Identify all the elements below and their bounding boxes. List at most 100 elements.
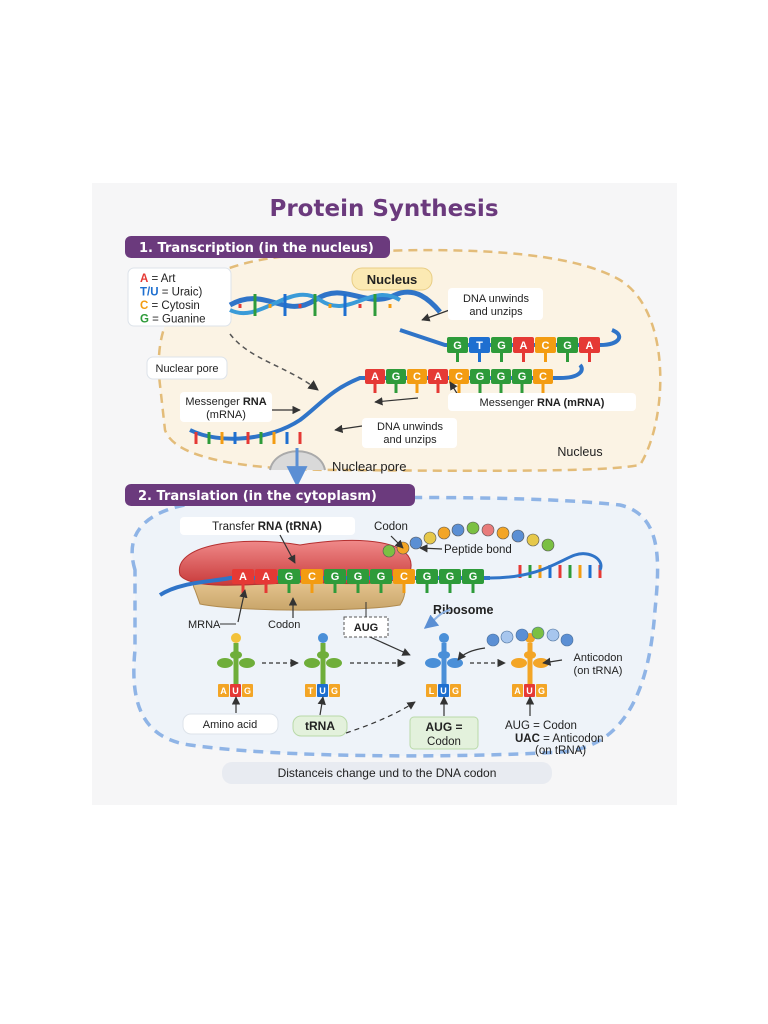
ribosome-mrna-letter-6: G bbox=[377, 571, 386, 583]
ribosome-mrna-letter-4: G bbox=[331, 571, 340, 583]
mrna-base-4: C bbox=[449, 369, 469, 393]
dna-letter-6: A bbox=[586, 340, 594, 352]
dna-letter-4: C bbox=[542, 340, 550, 352]
ribosome-mrna-base-1: A bbox=[255, 569, 277, 593]
mrna-letter-4: C bbox=[455, 371, 463, 383]
base-legend-box bbox=[127, 267, 232, 327]
anticodon-label-a: Anticodon bbox=[574, 652, 623, 664]
codon-top-label: Codon bbox=[374, 521, 408, 533]
ribosome-mrna-letter-9: G bbox=[446, 571, 455, 583]
free-amino-bead-2 bbox=[515, 628, 529, 642]
mrna-right-label: Messenger RNA (mRNA) bbox=[480, 397, 605, 409]
section-1-banner bbox=[125, 236, 390, 258]
dna-base-2: G bbox=[491, 337, 512, 362]
mrna-letter-2: C bbox=[413, 371, 421, 383]
aug-box-label: AUG bbox=[354, 622, 378, 634]
ribosome-mrna-base-6: G bbox=[370, 569, 392, 593]
free-amino-bead-4 bbox=[546, 628, 560, 642]
ribosome-mrna-letter-3: C bbox=[308, 571, 316, 583]
peptide-bead-3 bbox=[423, 531, 437, 545]
peptide-bead-0 bbox=[382, 544, 396, 558]
ribosome-mrna-base-3: C bbox=[301, 569, 323, 593]
trna-0-base-1: U bbox=[232, 686, 239, 696]
nucleus-tag-box bbox=[351, 267, 433, 291]
aug-codon-label-a: AUG = bbox=[425, 720, 462, 734]
mrna-base-5: G bbox=[470, 369, 490, 393]
trna-2-base-2: G bbox=[452, 686, 459, 696]
ribosome-mrna-base-10: G bbox=[462, 569, 484, 593]
legend-row-3: G = Guanine bbox=[140, 314, 206, 326]
trna-label-bg bbox=[180, 517, 355, 535]
free-amino-bead-3 bbox=[531, 626, 545, 640]
ribosome-label: Ribosome bbox=[433, 603, 493, 617]
peptide-bead-7 bbox=[481, 523, 495, 537]
trna-1-base-2: G bbox=[331, 686, 338, 696]
free-amino-bead-0 bbox=[486, 633, 500, 647]
peptide-bead-11 bbox=[541, 538, 555, 552]
mrna-base-7: G bbox=[512, 369, 532, 393]
trna-2-base-0: L bbox=[429, 686, 435, 696]
trna-3-base-2: G bbox=[538, 686, 545, 696]
codon-mid-label: Codon bbox=[268, 619, 300, 631]
amino-acid-label: Amino acid bbox=[203, 719, 257, 731]
dna-unwinds-label-bg bbox=[448, 288, 543, 320]
peptide-bead-10 bbox=[526, 533, 540, 547]
ribosome-mrna-letter-0: A bbox=[239, 571, 247, 583]
dna-unwinds-label-2-bg bbox=[362, 418, 457, 448]
nuclear-pore-label: Nuclear pore bbox=[332, 459, 406, 474]
free-amino-bead-1 bbox=[500, 630, 514, 644]
legend-letter-1: T/U bbox=[140, 287, 159, 299]
dna-letter-5: G bbox=[563, 340, 572, 352]
mrna-base-2: C bbox=[407, 369, 427, 393]
legend-row-1: T/U = Uraic) bbox=[140, 287, 202, 299]
trna-3-base-1: U bbox=[526, 686, 533, 696]
dna-base-6: A bbox=[579, 337, 600, 362]
trna-1-base-0: T bbox=[308, 686, 314, 696]
trna-0-base-2: G bbox=[244, 686, 251, 696]
peptide-bead-5 bbox=[451, 523, 465, 537]
mrna-letter-7: G bbox=[518, 371, 527, 383]
key-aug: AUG = Codon bbox=[505, 720, 577, 732]
legend-text-0: = Art bbox=[148, 273, 176, 285]
mrna-base-1: G bbox=[386, 369, 406, 393]
mrna-letter-3: A bbox=[434, 371, 442, 383]
peptide-bead-9 bbox=[511, 529, 525, 543]
mrna-letter-8: C bbox=[539, 371, 547, 383]
dna-unwinds-label-2a: DNA unwinds bbox=[377, 421, 444, 433]
dna-unwinds-label-2b: and unzips bbox=[383, 434, 437, 446]
aug-codon-label-b: Codon bbox=[427, 736, 461, 748]
anticodon-label-b: (on tRNA) bbox=[574, 665, 623, 677]
legend-text-2: = Cytosin bbox=[148, 300, 199, 312]
section-1-title: 1. Transcription (in the nucleus) bbox=[139, 241, 374, 256]
trna-1-base-1: U bbox=[319, 686, 326, 696]
mrna-base-8: C bbox=[533, 369, 553, 393]
trna-box bbox=[292, 715, 348, 737]
mrna-letter-6: G bbox=[497, 371, 506, 383]
ribosome-mrna-letter-7: C bbox=[400, 571, 408, 583]
mrna-base-3: A bbox=[428, 369, 448, 393]
dna-base-3: A bbox=[513, 337, 534, 362]
nucleus-label: Nucleus bbox=[557, 445, 602, 459]
trna-2-base-1: U bbox=[440, 686, 447, 696]
ribosome-mrna-base-8: G bbox=[416, 569, 438, 593]
ribosome-mrna-base-7: C bbox=[393, 569, 415, 593]
peptide-bead-2 bbox=[409, 536, 423, 550]
dna-unwinds-label-1a: DNA unwinds bbox=[463, 293, 530, 305]
mrna-left-abbrev: (mRNA) bbox=[206, 409, 246, 421]
peptide-bead-8 bbox=[496, 526, 510, 540]
ribosome-mrna-base-2: G bbox=[278, 569, 300, 593]
dna-double-helix bbox=[228, 289, 442, 316]
legend-text-3: = Guanine bbox=[149, 314, 206, 326]
mrna-right-label-bg bbox=[448, 393, 636, 411]
free-amino-bead-5 bbox=[560, 633, 574, 647]
dna-base-1: T bbox=[469, 337, 490, 362]
key-uac-note: (on tRNA) bbox=[535, 745, 586, 757]
free-amino-chain bbox=[486, 626, 574, 647]
section-2-banner bbox=[125, 484, 415, 506]
dna-base-4: C bbox=[535, 337, 556, 362]
footer-note: Distanceis change und to the DNA codon bbox=[278, 766, 497, 780]
